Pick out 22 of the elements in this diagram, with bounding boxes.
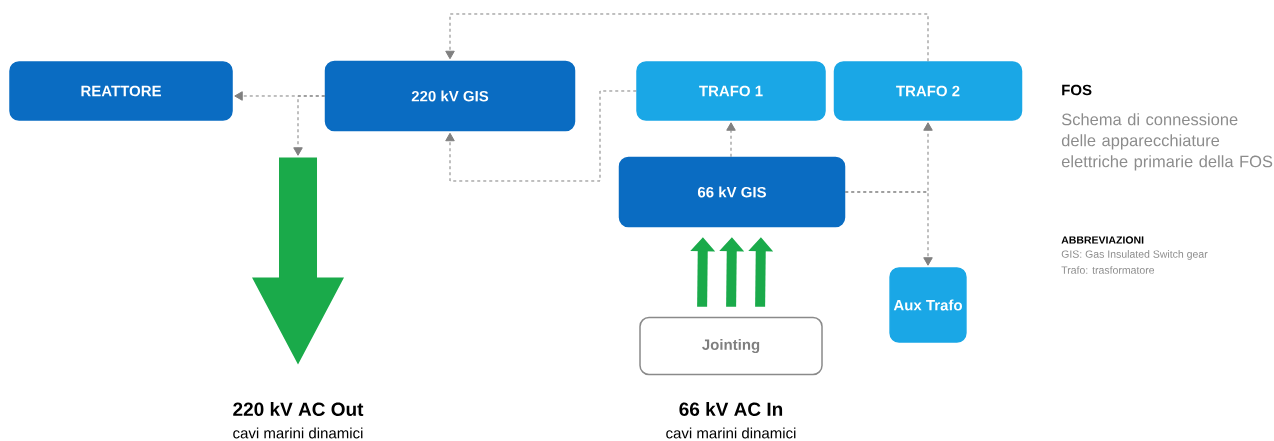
process-box: 66 kV GIS <box>618 156 846 228</box>
dashed-arrow <box>726 122 736 158</box>
process-box: TRAFO 2 <box>833 61 1023 121</box>
dashed-arrow <box>293 95 326 156</box>
caption-text: cavi marini dinamici <box>666 427 796 439</box>
heading: FOS <box>1062 84 1092 96</box>
process-box: TRAFO 1 <box>636 61 826 121</box>
caption-text: cavi marini dinamici <box>233 427 363 439</box>
description-text: Schema di connessione delle apparecchiature elettriche primarie della FOS <box>1061 113 1273 171</box>
dashed-arrow <box>445 13 929 62</box>
note-text: Trafo: trasformatore <box>1061 266 1155 274</box>
process-box: Jointing <box>639 316 823 376</box>
heading: ABBREVIAZIONI <box>1061 236 1144 244</box>
down-arrow-drawing <box>252 157 344 365</box>
process-box: REATTORE <box>9 61 233 121</box>
dashed-arrow <box>844 191 933 266</box>
process-box: Aux Trafo <box>889 267 967 343</box>
caption-title: 220 kV AC Out <box>233 402 364 416</box>
process-box: 220 kV GIS <box>324 60 576 132</box>
dashed-arrow <box>445 90 637 182</box>
note-text: GIS: Gas Insulated Switch gear <box>1061 250 1208 260</box>
caption-title: 66 kV AC In <box>679 402 783 416</box>
